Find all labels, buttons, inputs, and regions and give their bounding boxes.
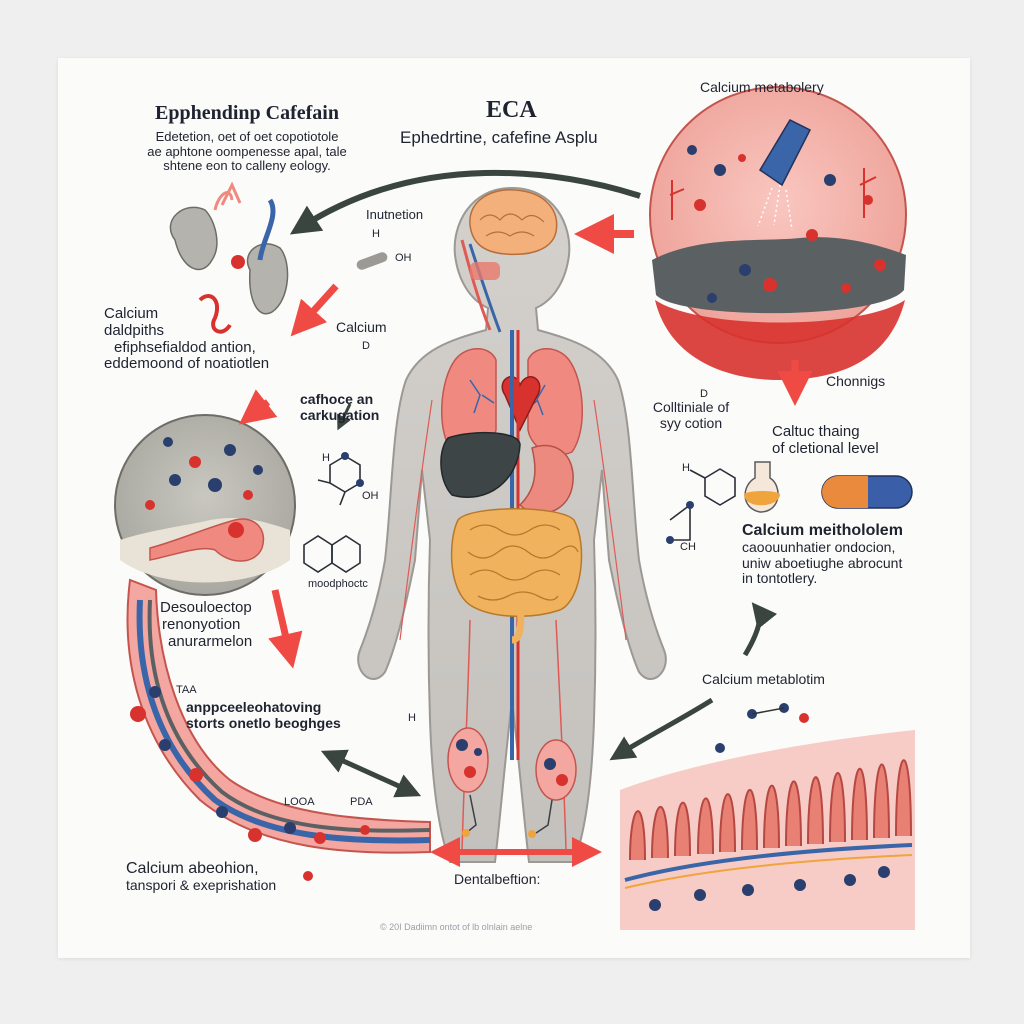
intubation-label: Inutnetion	[366, 207, 424, 222]
calcium-ions	[687, 145, 886, 303]
arrow-to-body	[609, 697, 714, 761]
blood-vessel-transport	[126, 578, 431, 881]
calcium-meth-block: Calcium meithololem caoouunhatier ondoci…	[742, 522, 903, 587]
supp-block: anppceeleohatoving storts onetlo beoghge…	[186, 699, 341, 731]
bone-tissue-closeup	[649, 86, 907, 380]
ch-mol2: CH	[680, 541, 696, 553]
h-mol1: H	[322, 452, 330, 464]
flask-icon	[744, 461, 780, 513]
h-mol3: H	[408, 712, 416, 724]
pda-label: PDA	[350, 796, 373, 808]
knee-joint-right	[528, 739, 577, 838]
coll-block: Colltiniale of syy cotion	[652, 399, 730, 431]
molecule-icon	[303, 455, 736, 573]
chonnings-label: Chonnigs	[826, 373, 886, 389]
capsule-pill	[821, 475, 913, 509]
kidney-icon	[169, 181, 289, 334]
liver	[440, 431, 521, 498]
descr-block: Desouloectop renonyotion anurarmelon	[160, 599, 253, 650]
capsule-icon	[356, 252, 388, 270]
calcium-label-left: Calcium	[336, 319, 387, 335]
calcium-label-sub: D	[362, 340, 370, 352]
caffeine-block: cafhoce an carkugation	[300, 391, 380, 423]
arrow-calcium-left	[290, 283, 339, 337]
brain-icon	[469, 189, 558, 256]
arrow-to-left-circle	[238, 389, 278, 425]
molecule-label: moodphoctc	[308, 578, 368, 590]
arrow-cycle-top	[289, 169, 641, 235]
calcium-absorption-block: Calcium abeohion, tanspori & exeprishati…	[126, 860, 277, 893]
h-mol2: H	[682, 462, 690, 474]
calcium-block: Calcium daldpiths efiphsefialdod antion,…	[104, 305, 270, 373]
page-subtitle: Ephedrtine, cafefine Asplu	[400, 128, 598, 147]
taa-label: TAA	[176, 684, 197, 696]
arrow-double-left	[320, 749, 422, 798]
arrow-small-caffeine	[337, 403, 352, 431]
intestinal-villi	[620, 703, 915, 930]
intestine-icon	[450, 508, 583, 644]
oh-mol1: OH	[362, 490, 379, 502]
intubation-sub: H	[372, 228, 380, 240]
arrow-descr	[268, 589, 303, 669]
bone-absorption-closeup	[114, 414, 296, 596]
knee-joint-left	[447, 727, 489, 837]
calcium-testing-block: Caltuc thaing of cletional level	[772, 423, 879, 457]
calcium-metabolism-top: Calcium metabolery	[700, 79, 824, 95]
top-left-description: Edetetion, oet of oet copotiotole ae aph…	[147, 129, 347, 174]
oh-label: OH	[395, 252, 412, 264]
page-title: ECA	[486, 97, 537, 123]
arrow-up-right	[742, 602, 778, 657]
lungs	[440, 348, 584, 456]
coll-sub: D	[700, 388, 708, 400]
dental-label: Dentalbeftion:	[454, 871, 541, 887]
footer-copyright: © 20I Dadiimn ontot of lb olnlain aelne	[380, 922, 533, 932]
loo-label: LOOA	[284, 796, 315, 808]
top-left-title: Epphendinp Cafefain	[155, 102, 339, 124]
calcium-metablotim-label: Calcium metablotim	[702, 671, 825, 687]
